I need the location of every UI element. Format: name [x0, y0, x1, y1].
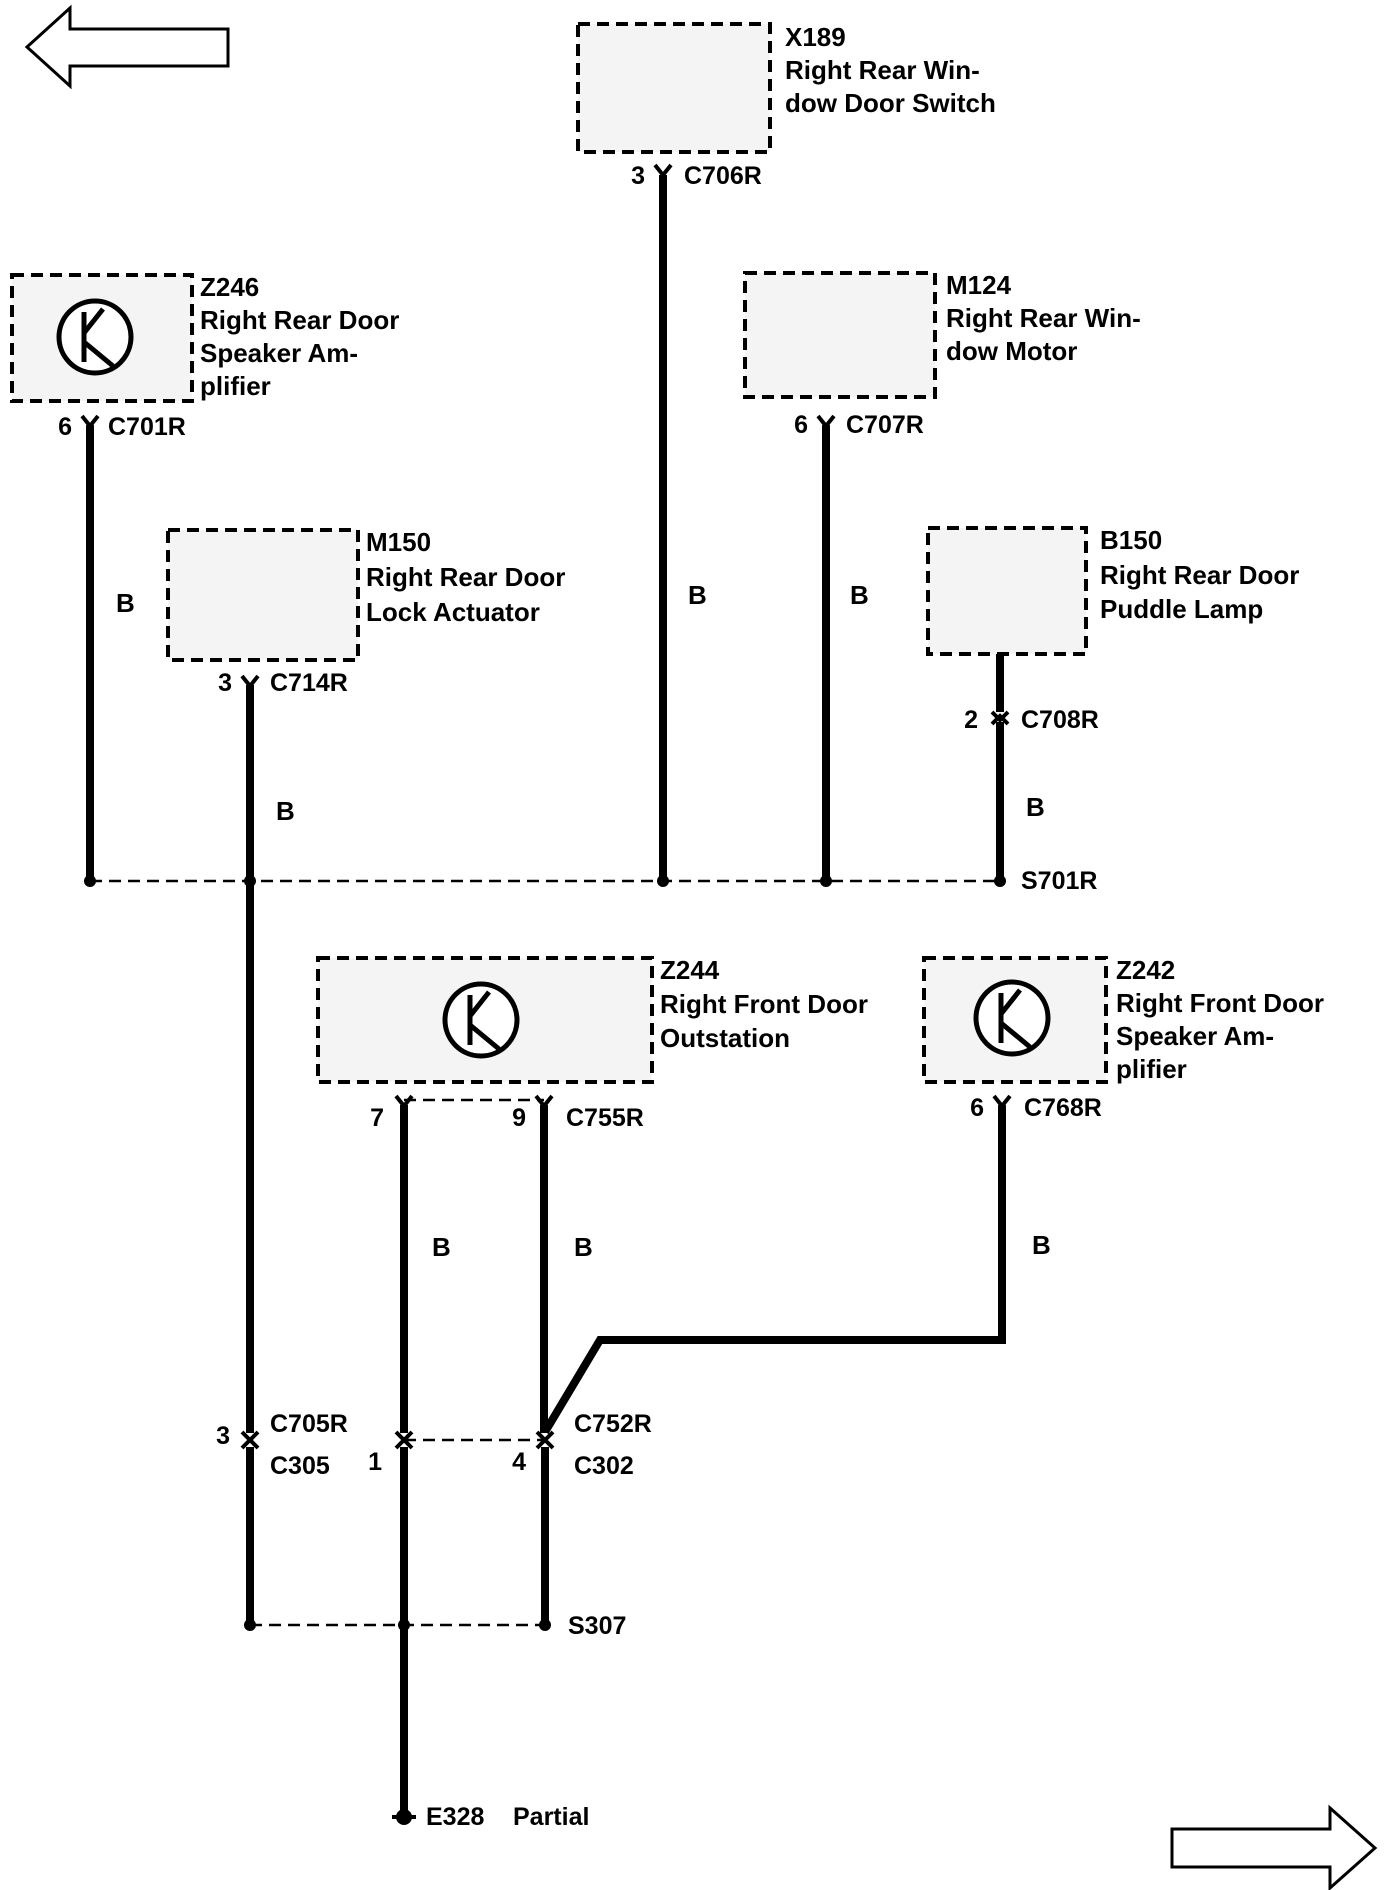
- svg-text:M150: M150: [366, 527, 431, 557]
- nav-back-arrow[interactable]: [24, 4, 230, 90]
- svg-text:3: 3: [218, 669, 232, 697]
- svg-text:C714R: C714R: [270, 669, 348, 697]
- svg-text:C708R: C708R: [1021, 706, 1099, 734]
- svg-text:Right Front Door: Right Front Door: [660, 989, 868, 1019]
- svg-text:6: 6: [970, 1094, 984, 1122]
- svg-text:Speaker Am-: Speaker Am-: [200, 338, 358, 368]
- svg-text:2: 2: [964, 706, 978, 734]
- svg-text:C305: C305: [270, 1452, 330, 1480]
- connector-c768r: 6 C768R: [970, 1094, 1102, 1122]
- svg-text:C707R: C707R: [846, 411, 924, 439]
- splice-s701r: S701R: [1021, 867, 1097, 895]
- splice-s307: S307: [568, 1612, 626, 1640]
- nav-forward-arrow[interactable]: [1170, 1804, 1378, 1890]
- svg-text:C768R: C768R: [1024, 1094, 1102, 1122]
- svg-text:6: 6: [58, 413, 72, 441]
- svg-text:X189: X189: [785, 22, 846, 52]
- svg-text:C701R: C701R: [108, 413, 186, 441]
- component-z244[interactable]: Z244 Right Front Door Outstation: [316, 955, 868, 1084]
- svg-text:Puddle Lamp: Puddle Lamp: [1100, 594, 1263, 624]
- connector-c714r: 3 C714R: [218, 669, 348, 697]
- svg-text:plifier: plifier: [200, 371, 271, 401]
- svg-text:B: B: [850, 580, 869, 610]
- svg-text:Right Rear Door: Right Rear Door: [366, 562, 565, 592]
- svg-text:6: 6: [794, 411, 808, 439]
- svg-text:C706R: C706R: [684, 162, 762, 190]
- svg-text:dow Door Switch: dow Door Switch: [785, 88, 996, 118]
- svg-text:B: B: [1032, 1230, 1051, 1260]
- module-circle-icon: [442, 981, 520, 1059]
- wire-color-labels: B B B B B B B B: [116, 580, 1051, 1262]
- svg-text:Lock Actuator: Lock Actuator: [366, 597, 540, 627]
- svg-text:B: B: [116, 588, 135, 618]
- svg-text:Right Rear Win-: Right Rear Win-: [946, 303, 1141, 333]
- svg-text:B150: B150: [1100, 525, 1162, 555]
- svg-text:1: 1: [368, 1448, 382, 1476]
- right-arrow-icon: [1170, 1804, 1378, 1890]
- svg-text:Speaker Am-: Speaker Am-: [1116, 1021, 1274, 1051]
- connector-c755r: 7 9 C755R: [370, 1104, 644, 1132]
- svg-text:Right Front Door: Right Front Door: [1116, 988, 1324, 1018]
- svg-text:Partial: Partial: [513, 1803, 589, 1831]
- svg-text:Outstation: Outstation: [660, 1023, 790, 1053]
- component-z246[interactable]: Z246 Right Rear Door Speaker Am- plifier: [10, 272, 399, 403]
- module-circle-icon: [56, 298, 134, 376]
- svg-text:3: 3: [216, 1422, 230, 1450]
- connector-symbols: [80, 163, 1012, 1450]
- svg-text:4: 4: [512, 1448, 526, 1476]
- svg-text:9: 9: [512, 1104, 526, 1132]
- svg-text:C752R: C752R: [574, 1410, 652, 1438]
- connector-c706r: 3 C706R: [631, 162, 762, 190]
- svg-text:B: B: [276, 796, 295, 826]
- svg-text:7: 7: [370, 1104, 384, 1132]
- component-m124[interactable]: M124 Right Rear Win- dow Motor: [743, 270, 1141, 399]
- component-b150[interactable]: B150 Right Rear Door Puddle Lamp: [926, 525, 1299, 656]
- connector-c701r: 6 C701R: [58, 413, 186, 441]
- component-m150[interactable]: M150 Right Rear Door Lock Actuator: [166, 527, 565, 662]
- svg-text:Z246: Z246: [200, 272, 259, 302]
- wire-c768r-c752r: [541, 1105, 1006, 1435]
- svg-text:C705R: C705R: [270, 1410, 348, 1438]
- svg-text:Right Rear Door: Right Rear Door: [200, 305, 399, 335]
- svg-text:Right Rear Door: Right Rear Door: [1100, 560, 1299, 590]
- svg-text:B: B: [574, 1232, 593, 1262]
- left-arrow-icon: [24, 4, 230, 90]
- svg-text:dow Motor: dow Motor: [946, 336, 1077, 366]
- svg-text:Z244: Z244: [660, 955, 720, 985]
- component-x189[interactable]: X189 Right Rear Win- dow Door Switch: [576, 22, 996, 154]
- connector-c705r: 3 C705R C305: [216, 1410, 348, 1480]
- splice-dots: [84, 875, 1006, 1631]
- svg-text:C755R: C755R: [566, 1104, 644, 1132]
- svg-text:B: B: [688, 580, 707, 610]
- svg-text:E328: E328: [426, 1803, 484, 1831]
- svg-text:M124: M124: [946, 270, 1012, 300]
- svg-text:plifier: plifier: [1116, 1054, 1187, 1084]
- svg-text:Z242: Z242: [1116, 955, 1175, 985]
- svg-text:Right Rear Win-: Right Rear Win-: [785, 55, 980, 85]
- svg-text:3: 3: [631, 162, 645, 190]
- svg-text:C302: C302: [574, 1452, 634, 1480]
- module-circle-icon: [973, 979, 1051, 1057]
- ground-e328: E328 Partial: [392, 1803, 589, 1831]
- svg-text:B: B: [432, 1232, 451, 1262]
- component-z242[interactable]: Z242 Right Front Door Speaker Am- plifie…: [922, 955, 1324, 1084]
- connector-c708r: 2 C708R: [964, 706, 1099, 734]
- connector-c752r: 1 4 C752R C302: [368, 1410, 652, 1480]
- connector-c707r: 6 C707R: [794, 411, 924, 439]
- svg-text:B: B: [1026, 792, 1045, 822]
